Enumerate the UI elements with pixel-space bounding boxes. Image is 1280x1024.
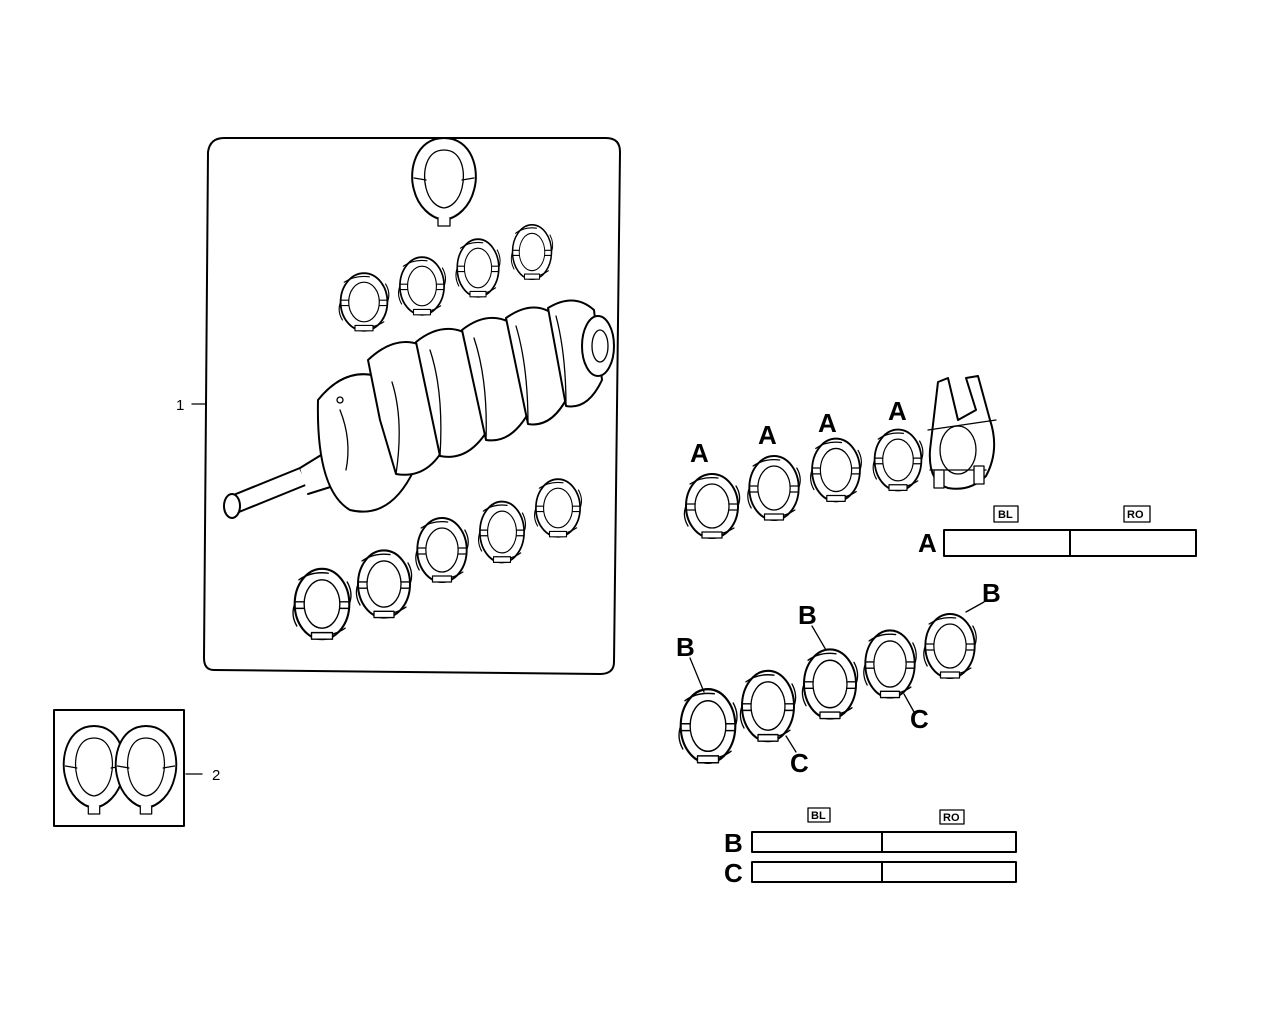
upper-bearing-shell: [397, 256, 447, 316]
main-bearing-shell: [922, 613, 978, 679]
main-bearing-shell: [801, 648, 859, 720]
color-code-ro: RO: [1127, 509, 1144, 521]
color-code-box-bl: [993, 505, 1019, 523]
upper-bearing-shell: [455, 238, 501, 298]
leader-line: [903, 693, 915, 713]
upper-bearing-shell: [510, 223, 554, 281]
thrust-washer-box: 2: [53, 709, 220, 827]
color-code-ro: RO: [943, 812, 960, 824]
main-bearing-group: B C B C B: [676, 578, 1001, 778]
color-code-box-ro: [939, 809, 965, 825]
lower-bearing-shell: [414, 517, 470, 583]
grade-label-c: C: [790, 748, 809, 778]
table-row-label-c: C: [724, 858, 743, 888]
table-row-label-b: B: [724, 828, 743, 858]
crankshaft-kit-box: 1: [176, 137, 621, 675]
color-code-bl: BL: [811, 810, 826, 822]
thrust-washer: [114, 725, 178, 815]
callout-1: 1: [176, 397, 184, 414]
grade-a-table: BL RO A: [918, 505, 1197, 558]
crankshaft: [223, 299, 615, 519]
main-bearing-shell: [677, 688, 739, 764]
main-bearing-shell: [862, 629, 918, 699]
conrod-bearing-shell: [809, 437, 863, 503]
lower-bearing-shell: [355, 549, 413, 619]
leader-line: [689, 657, 705, 693]
lower-bearing-shell: [477, 500, 527, 564]
grade-label-b: B: [676, 632, 695, 662]
grade-label-b: B: [798, 600, 817, 630]
thrust-washer-top: [411, 137, 477, 227]
grade-bc-table: BL RO B C: [724, 807, 1017, 888]
grade-label-a: A: [818, 408, 837, 438]
lower-bearing-shell: [533, 478, 583, 538]
conrod-bearing-shell: [872, 428, 924, 492]
lower-bearing-shell: [291, 567, 353, 641]
leader-line: [965, 601, 985, 613]
conrod-bearing-shell: [683, 473, 741, 539]
color-code-box-bl: [807, 807, 831, 823]
color-code-box-ro: [1123, 505, 1151, 523]
grade-label-a: A: [758, 420, 777, 450]
table-row-label-a: A: [918, 528, 937, 558]
grade-label-a: A: [690, 438, 709, 468]
conrod-bearing-shell: [746, 455, 802, 521]
callout-2: 2: [212, 767, 220, 784]
leader-line: [785, 735, 797, 753]
grade-label-c: C: [910, 704, 929, 734]
leader-line: [811, 625, 827, 651]
conrod-bearing-group: A A A A: [683, 375, 997, 539]
upper-bearing-shell: [338, 272, 390, 332]
color-code-bl: BL: [998, 509, 1013, 521]
grade-label-a: A: [888, 396, 907, 426]
main-bearing-shell: [739, 669, 797, 743]
connecting-rod: [927, 375, 997, 490]
grade-label-b: B: [982, 578, 1001, 608]
